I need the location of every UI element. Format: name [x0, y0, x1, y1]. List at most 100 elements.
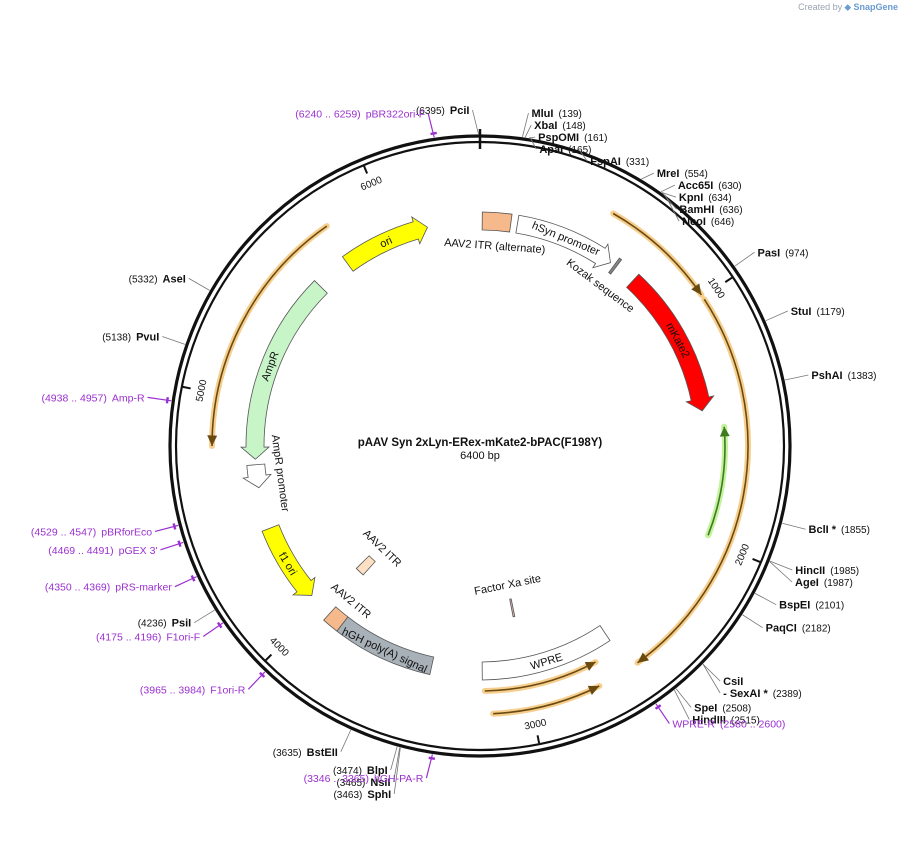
primer-label-f1ori-f[interactable]: (4175 .. 4196)F1ori-F [96, 631, 200, 643]
primer-range: (4529 .. 4547) [31, 526, 96, 538]
enzyme-label-pspomi[interactable]: PspOMI(161) [538, 132, 607, 144]
enzyme-leader-fspai [579, 150, 588, 162]
enzyme-label-ncoi[interactable]: NcoI(646) [682, 216, 734, 228]
enzyme-label-pshai[interactable]: PshAI(1383) [811, 370, 876, 382]
enzyme-label-bspei[interactable]: BspEI(2101) [779, 600, 844, 612]
feature-label-factor-xa-site: Factor Xa site [473, 573, 542, 598]
enzyme-label-psii[interactable]: (4236)PsiI [138, 618, 191, 630]
enzyme-label-acc65i[interactable]: Acc65I(630) [678, 180, 742, 192]
feature-mkate2[interactable] [626, 273, 715, 412]
enzyme-position: (1383) [848, 371, 877, 382]
tick-label: 1000 [705, 276, 727, 301]
enzyme-label-pcii[interactable]: (6395)PciI [416, 105, 469, 117]
enzyme-layer: (6395)PciI MluI(139)XbaI (148)PspOMI(161) A… [102, 105, 876, 801]
feature-aav2-itr[interactable] [323, 606, 349, 632]
orf-arc-arrowhead [637, 652, 650, 663]
primer-site-f1ori-f [216, 621, 223, 629]
enzyme-name: (3463) [333, 790, 362, 801]
feature-ampr[interactable] [239, 279, 328, 460]
enzyme-position: PvuI [136, 332, 159, 344]
enzyme-position: (636) [719, 205, 742, 216]
enzyme-name: PspOMI [538, 132, 579, 144]
enzyme-label-paqci[interactable]: PaqCI(2182) [766, 623, 831, 635]
enzyme-label-agei[interactable]: AgeI(1987) [795, 577, 853, 589]
enzyme-name: - SexAI * [723, 688, 768, 700]
primer-name: (2580 .. 2600) [720, 719, 785, 731]
enzyme-name: (3474) [333, 766, 362, 777]
enzyme-leader-bamhi [662, 192, 677, 210]
enzyme-position: (974) [785, 248, 808, 259]
primer-site-pbr322ori-f [430, 131, 437, 136]
enzyme-position: NsiI [370, 777, 390, 789]
feature-hgh-poly-a-signal[interactable] [336, 616, 435, 676]
enzyme-label-sphi[interactable]: (3463)SphI [333, 789, 391, 801]
feature-aav2-itr[interactable] [355, 555, 376, 576]
enzyme-name: HindIII [692, 714, 726, 726]
primer-name: pBRforEco [101, 526, 152, 538]
enzyme-position: (331) [626, 157, 649, 168]
enzyme-name: KpnI [679, 192, 703, 204]
primer-label-f1ori-r[interactable]: (3965 .. 3984)F1ori-R [140, 684, 246, 696]
enzyme-leader-csii [702, 663, 721, 682]
enzyme-position: AseI [163, 273, 186, 285]
tick-mark [182, 385, 191, 390]
primer-range: (4469 .. 4491) [48, 545, 113, 557]
enzyme-label-nsii[interactable]: (3465)NsiI [336, 777, 390, 789]
feature-factor-xa-site[interactable] [509, 598, 516, 618]
primer-label-amp-r[interactable]: (4938 .. 4957)Amp-R [41, 392, 144, 404]
tick-mark [363, 165, 369, 174]
enzyme-name: XbaI [534, 120, 557, 132]
enzyme-position: (630) [718, 181, 741, 192]
enzyme-label-bamhi[interactable]: BamHI(636) [679, 204, 742, 216]
primer-site-wpre-r [654, 704, 662, 710]
primer-site-pgex-3 [177, 540, 182, 547]
enzyme-label-blpi[interactable]: (3474)BlpI [333, 765, 388, 777]
enzyme-label-sexai[interactable]: - SexAI * (2389) [723, 688, 802, 700]
orf-arc-arrowhead [587, 685, 600, 696]
enzyme-leader-hindiii [674, 689, 690, 720]
enzyme-label-stui[interactable]: StuI(1179) [791, 306, 845, 318]
primer-label-prs-marker[interactable]: (4350 .. 4369)pRS-marker [45, 582, 172, 594]
feature-kozak-sequence[interactable] [608, 257, 623, 275]
enzyme-position: (2389) [773, 689, 802, 700]
enzyme-position: (1985) [830, 566, 859, 577]
primer-label-wpre-r[interactable]: WPRE-R(2580 .. 2600) [672, 719, 785, 731]
enzyme-label-hincii[interactable]: HincII(1985) [795, 565, 859, 577]
feature-hsyn-promoter[interactable] [515, 214, 611, 269]
enzyme-position: (148) [562, 121, 585, 132]
enzyme-label-bsteii[interactable]: (3635)BstEII [273, 747, 338, 759]
enzyme-label-bcli[interactable]: BclI *(1855) [809, 524, 870, 536]
primer-label-hgh-pa-r[interactable]: (3346 .. 3365)hGH-PA-R [304, 773, 424, 785]
primer-label-pgex-3[interactable]: (4469 .. 4491)pGEX 3' [48, 545, 157, 557]
enzyme-label-xbai[interactable]: XbaI (148) [534, 120, 586, 132]
enzyme-name: BclI * [809, 524, 837, 536]
primer-name: F1ori-F [166, 631, 200, 643]
enzyme-label-asei[interactable]: (5332)AseI [129, 273, 186, 285]
feature-f1-ori[interactable] [261, 524, 316, 596]
snapgene-logo-icon: ⬥ [844, 2, 851, 12]
enzyme-label-pasi[interactable]: PasI(974) [758, 247, 809, 259]
enzyme-label-mrei[interactable]: MreI(554) [657, 168, 708, 180]
enzyme-position: (1179) [816, 307, 844, 318]
feature-label-hgh-poly-a-signal: hGH poly(A) signal [340, 626, 429, 676]
enzyme-position: (646) [711, 217, 734, 228]
primer-name: Amp-R [112, 392, 145, 404]
primer-name: F1ori-R [210, 684, 245, 696]
enzyme-position: (2508) [722, 703, 751, 714]
enzyme-leader-pshai [784, 374, 809, 381]
enzyme-label-kpni[interactable]: KpnI(634) [679, 192, 732, 204]
feature-wpre[interactable] [481, 625, 611, 681]
feature-ampr-promoter[interactable] [242, 463, 272, 489]
primer-range: (6240 .. 6259) [295, 109, 360, 121]
feature-ori[interactable] [341, 216, 428, 272]
enzyme-label-pvui[interactable]: (5138)PvuI [102, 332, 159, 344]
enzyme-label-csii[interactable]: CsiI [723, 676, 743, 688]
feature-aav2-itr-alternate[interactable] [481, 211, 513, 233]
snapgene-credit: Created by ⬥ SnapGene [798, 2, 898, 13]
enzyme-label-fspai[interactable]: FspAI(331) [590, 156, 649, 168]
primer-label-pbrforeco[interactable]: (4529 .. 4547) pBRforEco [31, 526, 152, 538]
primer-label-pbr322ori-f[interactable]: (6240 .. 6259)pBR322ori-F [295, 109, 425, 121]
enzyme-label-hindiii[interactable]: HindIII(2515) [692, 714, 760, 726]
enzyme-label-mlui[interactable]: MluI(139) [531, 108, 581, 120]
enzyme-label-spei[interactable]: SpeI(2508) [694, 702, 751, 714]
